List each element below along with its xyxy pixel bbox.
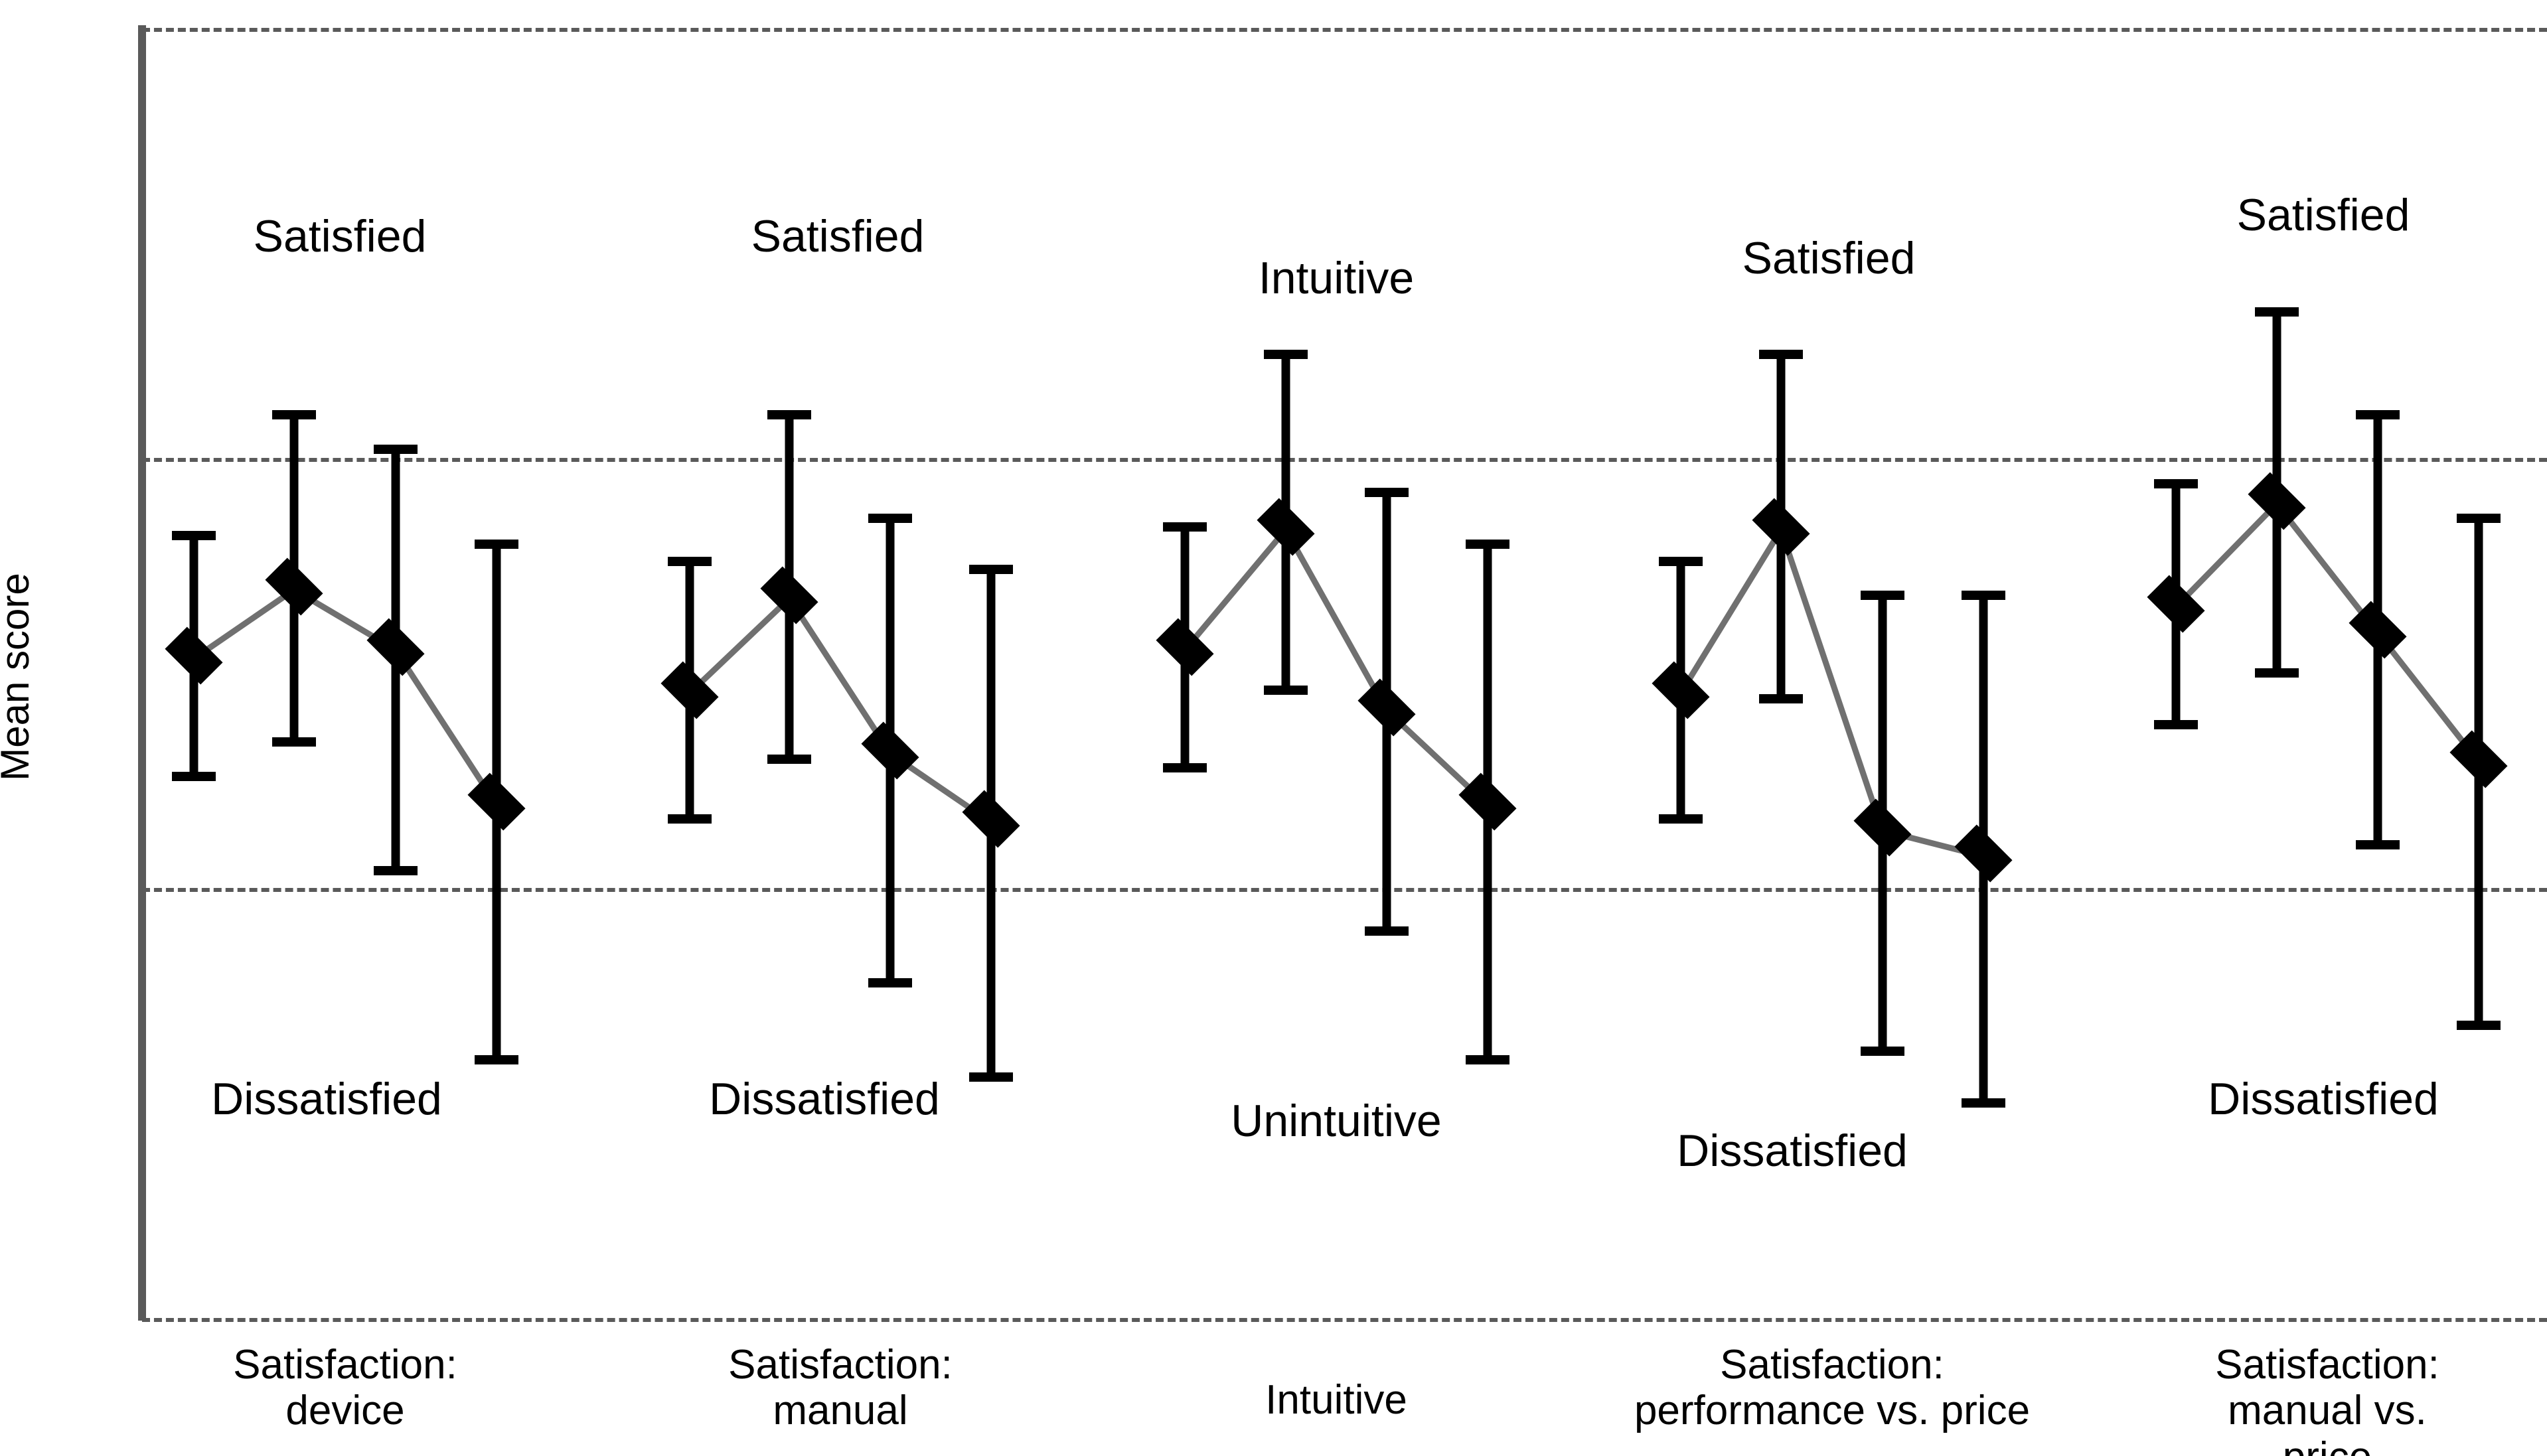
x-axis-label-3: Intuitive [1265,1377,1407,1423]
error-bar-cap-top [1861,591,1904,601]
x-axis-label-line2: device [285,1388,405,1434]
error-bar-cap-top [767,410,811,420]
error-bar-cap-bottom [1466,1055,1509,1065]
error-bar-cap-bottom [2356,840,2400,850]
data-point-marker [1652,661,1710,719]
annotation-top-1: Satisfied [253,211,427,261]
data-point-marker [1853,798,1912,857]
error-bar-cap-top [969,565,1013,575]
error-bar-cap-top [1659,556,1703,566]
x-axis-label-line1: Satisfaction: [233,1342,457,1388]
x-axis-label-line2: manual vs. price [2228,1388,2427,1456]
error-bar-cap-bottom [668,814,712,824]
data-point-marker [1954,824,2013,883]
error-bar-cap-top [2457,513,2501,523]
error-bar-cap-bottom [1962,1098,2005,1108]
annotation-bottom-2: Dissatisfied [709,1074,940,1124]
x-axis-label-line1: Satisfaction: [728,1342,953,1388]
x-axis-label-5: Satisfaction:manual vs. price [2215,1342,2439,1456]
error-bar-cap-top [374,445,418,455]
x-axis-label-line1: Satisfaction: [1720,1342,1944,1388]
series-connector-line [1778,528,1886,832]
error-bar-cap-top [668,556,712,566]
error-bar-cap-top [1365,487,1409,497]
gridline-5-5 [142,458,2547,462]
annotation-bottom-4: Dissatisfied [1677,1126,1908,1176]
error-bar-cap-top [868,513,912,523]
gridline-4-5 [142,1318,2547,1322]
error-bar-cap-bottom [2255,668,2299,678]
data-point-marker [1257,498,1315,556]
error-bar-cap-bottom [374,866,418,876]
x-axis-label-2: Satisfaction:manual [728,1342,953,1434]
series-connector-line [687,596,792,695]
x-axis-label-line1: Satisfaction: [2215,1342,2439,1388]
error-bar-cap-top [272,410,316,420]
error-bar-cap-top [172,530,216,540]
error-bar-cap-bottom [2457,1021,2501,1031]
x-axis-label-4: Satisfaction:performance vs. price [1634,1342,2030,1434]
data-point-marker [1752,498,1810,556]
error-bar-cap-top [475,539,518,549]
annotation-bottom-5: Dissatisfied [2208,1074,2439,1124]
error-bar-cap-top [1163,522,1207,532]
gridline-6 [142,28,2547,32]
y-axis-title: Mean score [0,319,38,780]
x-axis-label-line2: performance vs. price [1634,1388,2031,1434]
error-bar-cap-top [2356,410,2400,420]
series-connector-line [1182,528,1288,652]
annotation-top-5: Satisfied [2236,190,2410,240]
y-axis-title-text: Mean score [0,573,37,781]
annotation-bottom-3: Unintuitive [1231,1096,1442,1146]
series-connector-line [2173,502,2279,609]
error-bar-cap-top [1759,350,1803,360]
error-bar-cap-top [2255,307,2299,317]
x-axis-label-line1: Intuitive [1265,1377,1407,1423]
error-bar-cap-bottom [1759,693,1803,703]
data-point-marker [165,626,223,685]
y-axis-line [138,25,146,1321]
plot-area [142,28,2547,1322]
data-point-marker [366,618,425,676]
data-point-marker [467,772,526,831]
error-bar-cap-bottom [1365,926,1409,936]
error-bar-cap-top [2154,478,2198,488]
error-bar-cap-bottom [2154,719,2198,729]
error-bar-cap-bottom [1861,1047,1904,1056]
annotation-top-4: Satisfied [1742,233,1916,283]
annotation-top-2: Satisfied [751,211,925,261]
error-bar-cap-bottom [272,737,316,747]
error-bar-cap-top [1264,350,1308,360]
error-bar-cap-top [1962,591,2005,601]
error-bar-cap-bottom [767,754,811,764]
error-bar-cap-top [1466,539,1509,549]
error-bar-cap-bottom [1163,763,1207,772]
error-bar-cap-bottom [475,1055,518,1065]
error-bar-cap-bottom [172,771,216,781]
annotation-bottom-1: Dissatisfied [211,1074,442,1124]
x-axis-label-line2: manual [773,1388,908,1434]
gridline-5 [142,888,2547,892]
series-connector-line [1678,528,1784,695]
error-bar-cap-bottom [969,1072,1013,1082]
error-bar-cap-bottom [1659,814,1703,824]
data-point-marker [962,790,1020,848]
error-bar-cap-bottom [1264,685,1308,695]
error-bar-cap-bottom [868,978,912,987]
annotation-top-3: Intuitive [1258,253,1415,303]
x-axis-label-1: Satisfaction:device [233,1342,457,1434]
